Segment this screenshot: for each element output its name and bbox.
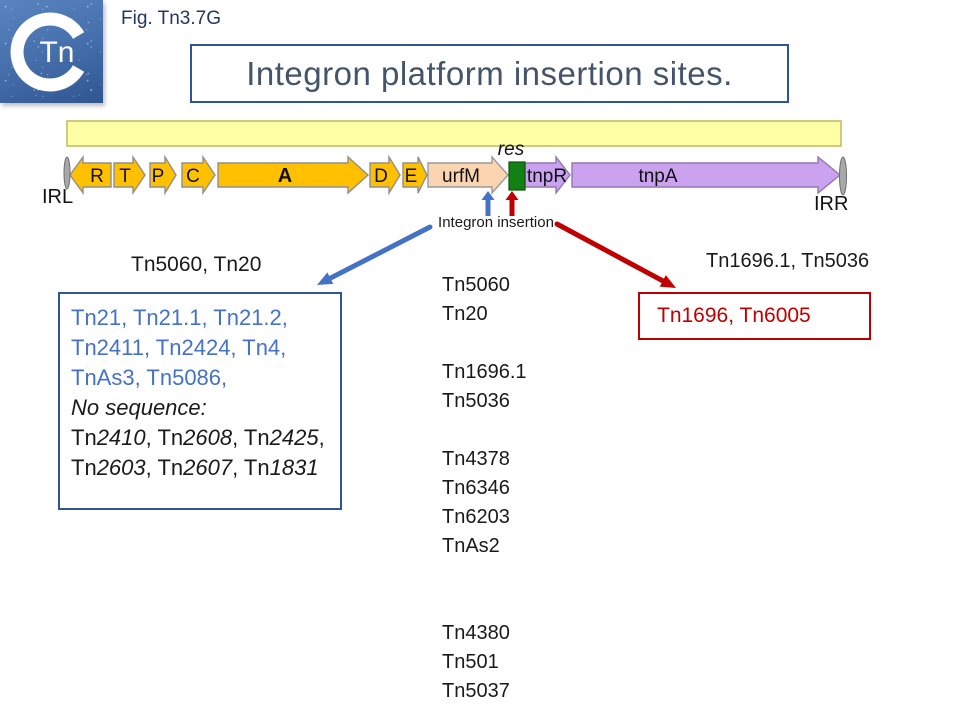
callout-arrow-line-red <box>554 221 668 285</box>
blue-box-segment: , Tn <box>232 425 270 450</box>
gene-arrow-tnpA <box>571 155 842 195</box>
gene-label-tnpR: tnpR <box>527 166 567 187</box>
blue-box-segment: TnAs3, Tn5086, <box>71 365 228 390</box>
blue-box-line: Tn2603, Tn2607, Tn1831 <box>71 453 340 483</box>
blue-box-segment: 2603 <box>96 455 146 480</box>
blue-box-segment: 2410 <box>96 425 146 450</box>
list-item: Tn501 <box>442 651 499 673</box>
blue-box-segment: , <box>318 425 325 450</box>
irr-marker <box>839 156 847 196</box>
gene-label-D: D <box>374 166 388 187</box>
list-item: Tn5037 <box>442 680 510 702</box>
gene-arrow-C <box>181 154 216 196</box>
gene-label-C: C <box>186 166 200 187</box>
callout-arrow-head-red <box>659 275 676 288</box>
gene-label-R: R <box>90 166 104 187</box>
res-label: res <box>498 139 525 160</box>
list-item: Tn4380 <box>442 622 510 644</box>
list-spacer <box>442 561 527 590</box>
left-group-label: Tn5060, Tn20 <box>131 253 262 276</box>
blue-box-line: Tn2410, Tn2608, Tn2425, <box>71 423 340 453</box>
logo-tn-text: Tn <box>39 36 74 69</box>
gene-arrow-tnpR <box>524 154 571 196</box>
gene-arrow-urfM <box>427 155 509 195</box>
blue-box-segment: No sequence: <box>71 395 207 420</box>
blue-box-segment: 1831 <box>269 455 319 480</box>
blue-box-segment: Tn21, Tn21.1, Tn21.2, <box>71 305 288 330</box>
blue-box-line: Tn21, Tn21.1, Tn21.2, <box>71 303 340 333</box>
gene-label-E: E <box>405 166 418 187</box>
gene-label-tnpA: tnpA <box>638 166 677 187</box>
gene-arrow-D <box>369 154 401 196</box>
blue-box-segment: Tn <box>71 425 97 450</box>
gene-label-A: A <box>278 165 292 187</box>
blue-box-segment: , Tn <box>145 455 184 480</box>
list-item: Tn6203 <box>442 506 510 528</box>
irl-label: IRL <box>42 186 73 208</box>
blue-box-segment: , Tn <box>145 425 184 450</box>
irl-marker <box>63 156 71 190</box>
res-site-marker <box>508 161 526 191</box>
logo-c-ring <box>10 12 85 92</box>
list-item: Tn1696.1 <box>442 361 527 383</box>
red-box-text: Tn1696, Tn6005 <box>657 304 811 327</box>
blue-box-segment: Tn <box>71 455 97 480</box>
gene-label-P: P <box>152 166 165 187</box>
up-arrow-head-blue <box>481 191 495 200</box>
gene-arrow-E <box>402 156 428 194</box>
right-group-label: Tn1696.1, Tn5036 <box>706 250 870 272</box>
irr-label: IRR <box>814 193 848 215</box>
backbone-bar <box>66 120 842 147</box>
list-item: Tn5036 <box>442 390 510 412</box>
res-site-transposon-box: Tn1696, Tn6005 <box>638 292 871 340</box>
title-box: Integron platform insertion sites. <box>190 44 789 103</box>
list-item: TnAs2 <box>442 535 500 557</box>
page-title: Integron platform insertion sites. <box>246 54 733 92</box>
list-spacer <box>442 416 527 445</box>
gene-arrow-A <box>217 155 370 195</box>
blue-box-line: Tn2411, Tn2424, Tn4, <box>71 333 340 363</box>
callout-arrow-line-blue <box>326 224 433 282</box>
gene-arrow-P <box>149 154 177 196</box>
callout-arrow-head-blue <box>317 272 334 285</box>
logo-graphic: Tn <box>10 12 85 92</box>
gene-arrow-T <box>113 154 146 196</box>
blue-box-segment: Tn2411, Tn2424, Tn4, <box>71 335 287 360</box>
gene-arrow-R <box>69 154 112 196</box>
integron-insertion-label: Integron insertion <box>438 214 554 231</box>
blue-box-line: TnAs3, Tn5086, <box>71 363 340 393</box>
list-item: Tn4378 <box>442 448 510 470</box>
list-item: Tn6346 <box>442 477 510 499</box>
blue-box-line: No sequence: <box>71 393 340 423</box>
gene-label-T: T <box>119 166 131 187</box>
list-item: Tn20 <box>442 303 488 325</box>
blue-box-segment: 2607 <box>183 455 233 480</box>
gene-label-urfM: urfM <box>442 166 480 187</box>
up-arrow-head-red <box>505 191 519 200</box>
blue-box-segment: 2425 <box>269 425 319 450</box>
list-spacer <box>442 329 527 358</box>
list-spacer <box>442 590 527 619</box>
figure-label: Fig. Tn3.7G <box>121 8 221 29</box>
blue-box-segment: 2608 <box>183 425 233 450</box>
list-item: Tn5060 <box>442 274 510 296</box>
tncentral-logo: Tn <box>0 0 103 103</box>
no-res-site-transposon-box: Tn21, Tn21.1, Tn21.2, Tn2411, Tn2424, Tn4… <box>58 292 342 510</box>
blue-box-segment: , Tn <box>232 455 270 480</box>
